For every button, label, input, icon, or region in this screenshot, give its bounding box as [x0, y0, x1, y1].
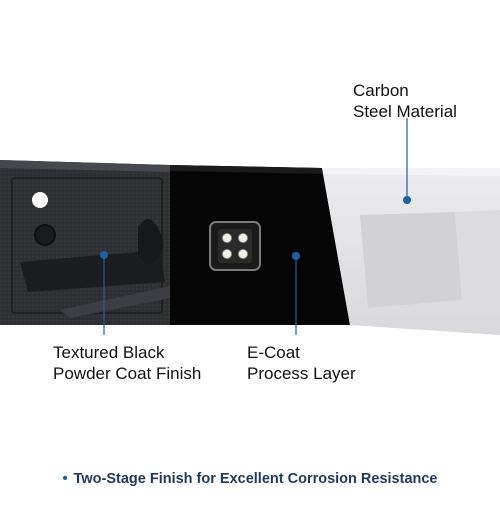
powder-coat-label: Textured Black Powder Coat Finish [53, 342, 201, 384]
ecoat-label-line1: E-Coat [247, 343, 300, 362]
carbon-steel-label-line2: Steel Material [353, 102, 457, 121]
flood-light [209, 221, 261, 271]
carbon-callout-dot [403, 196, 411, 204]
powder-coat-label-line1: Textured Black [53, 343, 165, 362]
ecoat-callout-dot [292, 252, 300, 260]
d-ring-mount [138, 219, 163, 265]
mounting-hole [32, 192, 48, 208]
powder-coat-section [0, 160, 170, 325]
footer-tagline-text: Two-Stage Finish for Excellent Corrosion… [73, 471, 438, 487]
ecoat-label: E-Coat Process Layer [247, 342, 356, 384]
carbon-steel-section [322, 168, 500, 335]
footer-tagline: • Two-Stage Finish for Excellent Corrosio… [0, 471, 500, 487]
callout-markers [100, 118, 411, 335]
carbon-steel-label-line1: Carbon [353, 81, 409, 100]
ecoat-label-line2: Process Layer [247, 364, 356, 383]
bolt [34, 224, 56, 246]
bullet-icon: • [62, 471, 68, 487]
powder-coat-label-line2: Powder Coat Finish [53, 364, 202, 383]
textured-callout-dot [100, 251, 108, 259]
carbon-steel-label: Carbon Steel Material [353, 80, 457, 122]
recess [20, 250, 165, 292]
